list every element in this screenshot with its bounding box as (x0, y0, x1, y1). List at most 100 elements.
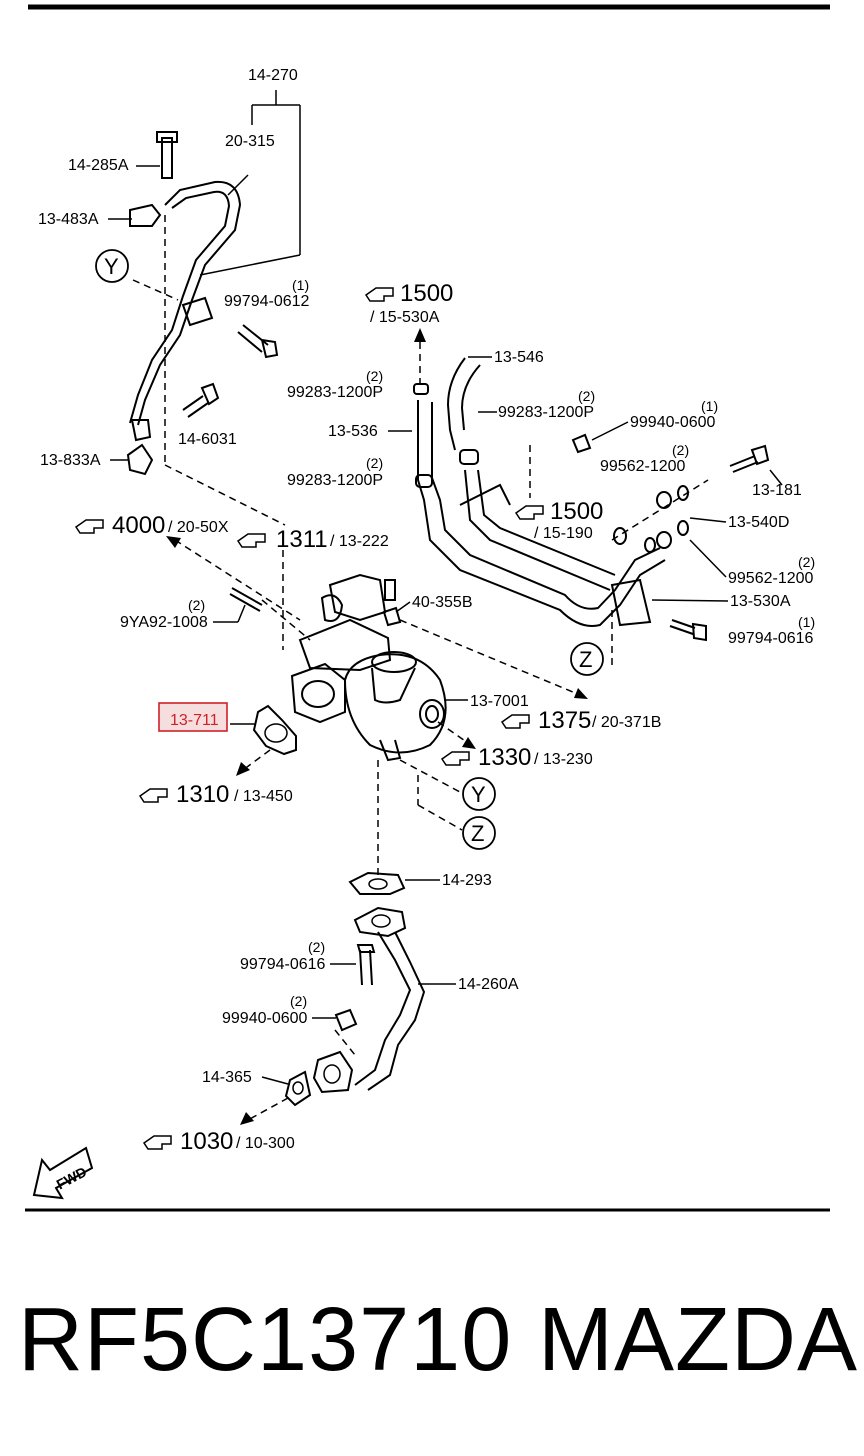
label-13-536: 13-536 (328, 423, 378, 440)
svg-text:1500: 1500 (550, 498, 603, 525)
nut-40-355B (382, 606, 402, 627)
marker-z-bottom-letter: Z (471, 821, 484, 846)
marker-y-top (95, 249, 129, 283)
hand-pointer-icon (514, 505, 544, 520)
label-13-711: 13-711 (170, 712, 219, 729)
marker-y-bottom-letter: Y (471, 782, 486, 807)
oil-drain-assembly (284, 871, 426, 1107)
guide-1375 (399, 619, 581, 696)
hand-pointer-icon (500, 714, 530, 729)
qty-99283-a: (2) (366, 368, 383, 384)
label-14-270: 14-270 (248, 67, 298, 84)
hand-pointer-icon (74, 519, 104, 534)
arrow-4000 (166, 536, 181, 548)
qty-99794-0612: (1) (292, 277, 309, 293)
label-13-540D: 13-540D (728, 514, 789, 531)
label-99562-a: 99562-1200 (600, 458, 686, 475)
marker-z-right-letter: Z (579, 647, 592, 672)
marker-z-right (570, 642, 604, 676)
svg-text:/ 13-450: / 13-450 (234, 788, 293, 805)
guide-1030 (247, 1097, 289, 1121)
marker-y-bottom (462, 777, 496, 811)
guide-right-bracket (611, 479, 709, 541)
qty-99562-a: (2) (672, 442, 689, 458)
label-99794-0616-bot: 99794-0616 (240, 956, 326, 973)
part-number: RF5C13710 (18, 1290, 513, 1390)
qty-99794-0616-top: (1) (798, 614, 815, 630)
highlight-box-13-711[interactable] (158, 702, 228, 732)
svg-text:/ 15-530A: / 15-530A (370, 309, 440, 326)
forward-arrow-icon: FWD (32, 1146, 94, 1200)
label-20-315: 20-315 (225, 133, 275, 150)
hand-pointer-icon (138, 788, 168, 803)
hand-pointer-icon (236, 533, 266, 548)
svg-text:1375: 1375 (538, 707, 591, 734)
hand-pointer-icon (440, 751, 470, 766)
svg-text:4000: 4000 (112, 512, 165, 539)
label-99794-0612: 99794-0612 (224, 293, 310, 310)
guide-drain-lower (334, 1029, 356, 1056)
qty-99940-0600-bot: (2) (290, 993, 307, 1009)
svg-text:/ 20-371B: / 20-371B (592, 714, 661, 731)
qty-9YA92: (2) (188, 597, 205, 613)
label-14-293: 14-293 (442, 872, 492, 889)
ref-1310: 1310 / 13-450 (138, 781, 293, 808)
svg-text:1500: 1500 (400, 280, 453, 307)
arrow-1310 (236, 762, 250, 776)
ref-1375: 1375 / 20-371B (500, 707, 661, 734)
ref-1311: 1311 / 13-222 (236, 526, 389, 553)
label-13-530A: 13-530A (730, 593, 791, 610)
label-99562-b: 99562-1200 (728, 570, 814, 587)
svg-text:/ 13-222: / 13-222 (330, 533, 389, 550)
qty-99283-b: (2) (578, 388, 595, 404)
svg-text:1310: 1310 (176, 781, 229, 808)
svg-text:/ 20-50X: / 20-50X (168, 519, 229, 536)
label-99283-a: 99283-1200P (287, 384, 383, 401)
guide-z-bottom-h (417, 804, 463, 831)
svg-text:1030: 1030 (180, 1128, 233, 1155)
label-13-181: 13-181 (752, 482, 802, 499)
guide-1330 (437, 721, 469, 744)
footer: RF5C13710 MAZDA (0, 1285, 864, 1405)
svg-text:/ 13-230: / 13-230 (534, 751, 593, 768)
arrow-1330 (462, 737, 476, 749)
gasket-13-711 (252, 704, 297, 756)
ref-1330: 1330 / 13-230 (440, 744, 593, 771)
turbocharger-parts-diagram: 14-270 20-315 14-285A 13-483A (1) 99794-… (25, 4, 830, 1212)
svg-text:/ 10-300: / 10-300 (236, 1135, 295, 1152)
arrow-1030 (240, 1112, 254, 1125)
arrow-1500-top (414, 328, 426, 342)
svg-text:1311: 1311 (276, 526, 328, 553)
label-13-7001: 13-7001 (470, 693, 529, 710)
ref-1500-mid: 1500 / 15-190 (514, 498, 603, 542)
oil-feed-pipe (126, 90, 301, 476)
label-99794-0616-top: 99794-0616 (728, 630, 814, 647)
guide-stud (261, 599, 311, 641)
label-13-483A: 13-483A (38, 211, 99, 228)
arrow-1375 (574, 688, 588, 699)
label-13-833A: 13-833A (40, 452, 101, 469)
brand-name: MAZDA (538, 1290, 858, 1390)
hand-pointer-icon (364, 287, 394, 302)
guide-to-turbo-left (164, 464, 286, 526)
hand-pointer-icon (142, 1135, 172, 1150)
label-99940-0600-top: 99940-0600 (630, 414, 716, 431)
label-14-365: 14-365 (202, 1069, 252, 1086)
guide-y-top (132, 279, 179, 301)
qty-99283-c: (2) (366, 455, 383, 471)
ref-1030: 1030 / 10-300 (142, 1128, 295, 1155)
guide-1310 (242, 749, 271, 771)
guide-4000 (174, 539, 301, 621)
label-99940-0600-bot: 99940-0600 (222, 1010, 308, 1027)
qty-99940-0600-top: (1) (701, 398, 718, 414)
label-40-355B: 40-355B (412, 594, 473, 611)
label-14-6031: 14-6031 (178, 431, 237, 448)
svg-text:/ 15-190: / 15-190 (534, 525, 593, 542)
label-13-546: 13-546 (494, 349, 544, 366)
ref-4000: 4000 / 20-50X (74, 512, 229, 539)
marker-z-bottom (462, 816, 496, 850)
label-14-285A: 14-285A (68, 157, 129, 174)
svg-text:1330: 1330 (478, 744, 531, 771)
qty-99562-b: (2) (798, 554, 815, 570)
label-99283-c: 99283-1200P (287, 472, 383, 489)
